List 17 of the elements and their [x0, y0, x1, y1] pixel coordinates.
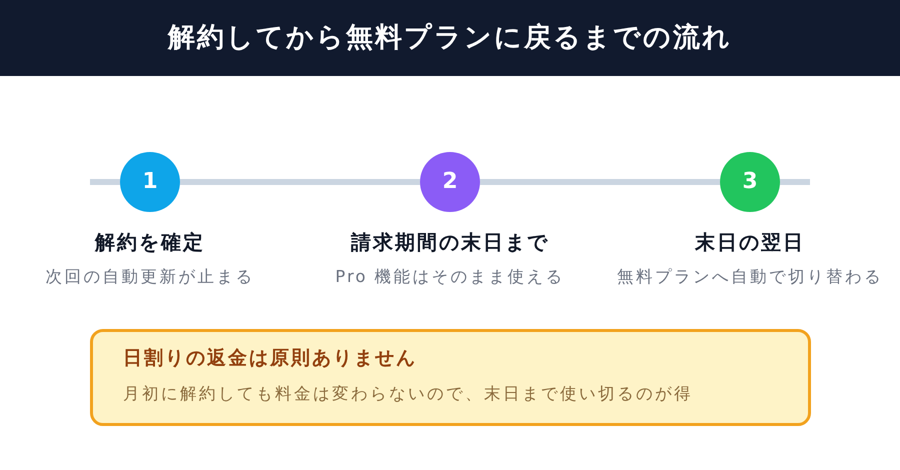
step-number: 1	[142, 171, 158, 193]
step-description: 次回の自動更新が止まる	[46, 267, 254, 287]
timeline-connector	[180, 179, 420, 185]
step-number: 3	[742, 171, 758, 193]
step-heading: 解約を確定	[95, 230, 205, 254]
step-number: 2	[442, 171, 458, 193]
timeline-connector	[90, 179, 120, 185]
step-heading: 末日の翌日	[695, 230, 805, 254]
note-heading: 日割りの返金は原則ありません	[123, 347, 417, 370]
step-description: Pro 機能はそのまま使える	[335, 267, 565, 287]
note-text: 月初に解約しても料金は変わらないので、末日まで使い切るのが得	[123, 384, 693, 404]
title: 解約してから無料プランに戻るまでの流れ	[168, 22, 732, 55]
step-description: 無料プランへ自動で切り替わる	[617, 267, 883, 287]
step-heading: 請求期間の末日まで	[351, 230, 549, 254]
timeline-connector	[480, 179, 720, 185]
timeline-connector	[780, 179, 810, 185]
note-box	[90, 329, 811, 426]
